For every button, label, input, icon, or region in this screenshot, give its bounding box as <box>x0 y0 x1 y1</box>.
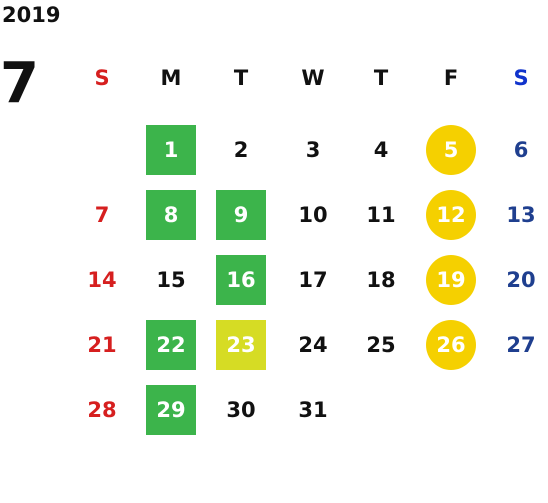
date-cell-29[interactable]: 29 <box>146 385 196 435</box>
date-cell-10[interactable]: 10 <box>298 203 328 227</box>
date-cell-1[interactable]: 1 <box>146 125 196 175</box>
date-cell-26[interactable]: 26 <box>426 320 476 370</box>
weekday-header-friday: F <box>443 66 459 90</box>
weekday-header-wednesday: W <box>301 66 325 90</box>
date-cell-17[interactable]: 17 <box>298 268 328 292</box>
date-cell-30[interactable]: 30 <box>226 398 256 422</box>
date-cell-19[interactable]: 19 <box>426 255 476 305</box>
date-cell-2[interactable]: 2 <box>233 138 249 162</box>
weekday-header-saturday: S <box>513 66 529 90</box>
date-cell-15[interactable]: 15 <box>156 268 186 292</box>
date-cell-21[interactable]: 21 <box>87 333 117 357</box>
weekday-header-tuesday: T <box>233 66 249 90</box>
year-label: 2019 <box>2 3 61 27</box>
date-cell-6[interactable]: 6 <box>513 138 529 162</box>
date-cell-3[interactable]: 3 <box>305 138 321 162</box>
date-cell-20[interactable]: 20 <box>506 268 536 292</box>
date-cell-9[interactable]: 9 <box>216 190 266 240</box>
weekday-header-sunday: S <box>94 66 110 90</box>
weekday-header-thursday: T <box>373 66 389 90</box>
date-cell-27[interactable]: 27 <box>506 333 536 357</box>
date-cell-8[interactable]: 8 <box>146 190 196 240</box>
month-number: 7 <box>0 51 39 116</box>
date-cell-18[interactable]: 18 <box>366 268 396 292</box>
date-cell-16[interactable]: 16 <box>216 255 266 305</box>
date-cell-22[interactable]: 22 <box>146 320 196 370</box>
date-cell-24[interactable]: 24 <box>298 333 328 357</box>
date-cell-4[interactable]: 4 <box>373 138 389 162</box>
date-cell-31[interactable]: 31 <box>298 398 328 422</box>
date-cell-28[interactable]: 28 <box>87 398 117 422</box>
date-cell-25[interactable]: 25 <box>366 333 396 357</box>
weekday-header-monday: M <box>160 66 182 90</box>
date-cell-12[interactable]: 12 <box>426 190 476 240</box>
date-cell-7[interactable]: 7 <box>94 203 110 227</box>
date-cell-13[interactable]: 13 <box>506 203 536 227</box>
date-cell-11[interactable]: 11 <box>366 203 396 227</box>
date-cell-5[interactable]: 5 <box>426 125 476 175</box>
date-cell-14[interactable]: 14 <box>87 268 117 292</box>
date-cell-23[interactable]: 23 <box>216 320 266 370</box>
